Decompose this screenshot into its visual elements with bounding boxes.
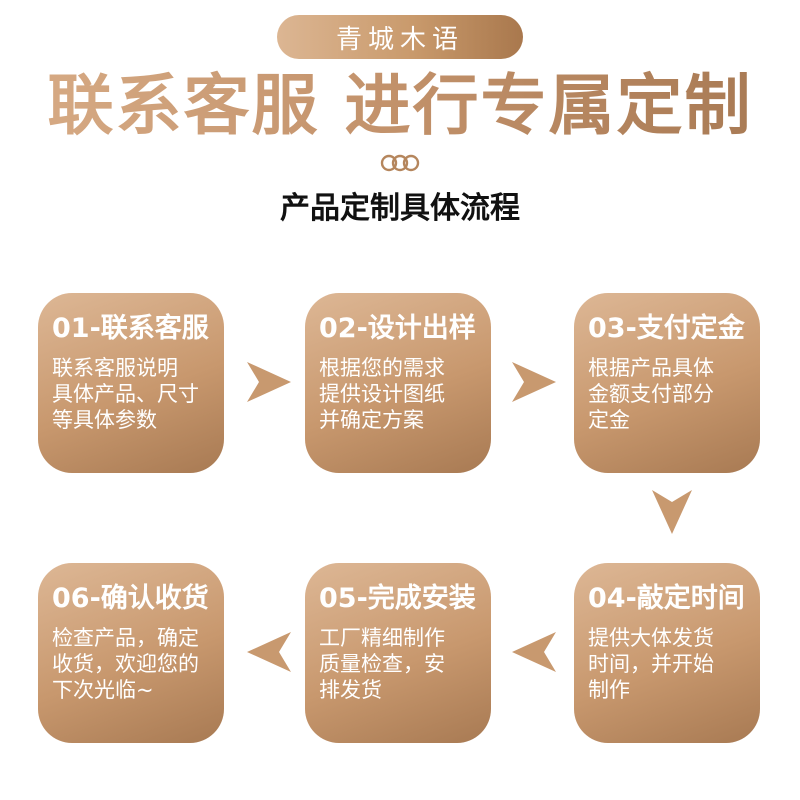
step-card-2: 02-设计出样 根据您的需求 提供设计图纸 并确定方案 xyxy=(305,293,491,473)
step-description: 提供大体发货 时间，并开始 制作 xyxy=(588,626,714,702)
arrow-left-icon xyxy=(512,632,556,672)
step-title: 06-确认收货 xyxy=(52,583,209,614)
step-description: 根据产品具体 金额支付部分 定金 xyxy=(588,356,714,432)
step-card-3: 03-支付定金 根据产品具体 金额支付部分 定金 xyxy=(574,293,760,473)
rings-icon xyxy=(380,154,420,172)
step-card-6: 06-确认收货 检查产品，确定 收货，欢迎您的 下次光临~ xyxy=(38,563,224,743)
step-title: 03-支付定金 xyxy=(588,313,745,344)
page-headline: 联系客服 进行专属定制 xyxy=(0,60,800,150)
brand-badge: 青城木语 xyxy=(277,15,523,59)
arrow-down-icon xyxy=(652,490,692,534)
step-title: 04-敲定时间 xyxy=(588,583,745,614)
brand-name: 青城木语 xyxy=(335,24,464,55)
arrow-left-icon xyxy=(247,632,291,672)
process-subtitle: 产品定制具体流程 xyxy=(280,191,520,226)
step-description: 检查产品，确定 收货，欢迎您的 下次光临~ xyxy=(52,626,199,702)
step-card-4: 04-敲定时间 提供大体发货 时间，并开始 制作 xyxy=(574,563,760,743)
step-card-1: 01-联系客服 联系客服说明 具体产品、尺寸 等具体参数 xyxy=(38,293,224,473)
arrow-right-icon xyxy=(512,362,556,402)
step-description: 联系客服说明 具体产品、尺寸 等具体参数 xyxy=(52,356,199,432)
step-description: 工厂精细制作 质量检查，安 排发货 xyxy=(319,626,445,702)
arrow-right-icon xyxy=(247,362,291,402)
step-card-5: 05-完成安装 工厂精细制作 质量检查，安 排发货 xyxy=(305,563,491,743)
step-title: 01-联系客服 xyxy=(52,313,209,344)
step-description: 根据您的需求 提供设计图纸 并确定方案 xyxy=(319,356,445,432)
step-title: 05-完成安装 xyxy=(319,583,476,614)
step-title: 02-设计出样 xyxy=(319,313,476,344)
